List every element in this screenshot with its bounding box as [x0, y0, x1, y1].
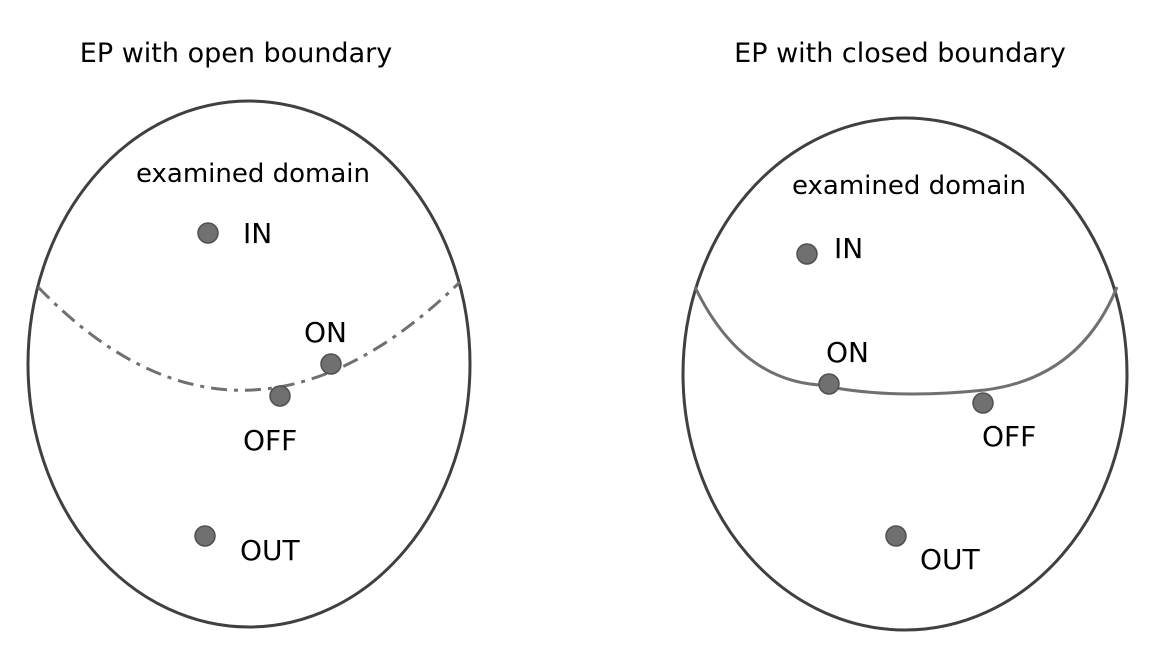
open-on-label: ON [304, 316, 347, 349]
open-off-point [269, 385, 291, 407]
open-in-label: IN [243, 217, 272, 250]
closed-boundary-title: EP with closed boundary [734, 38, 1066, 69]
open-off-label: OFF [243, 424, 297, 457]
closed-examined-domain-label: examined domain [792, 171, 1026, 201]
open-out-point [194, 525, 216, 547]
open-boundary-line [36, 280, 462, 392]
closed-in-label: IN [834, 232, 863, 265]
closed-domain-ellipse [681, 116, 1129, 632]
open-domain-ellipse [26, 99, 472, 629]
closed-on-label: ON [826, 336, 869, 369]
closed-boundary-diagram: EP with closed boundary examined domain … [681, 38, 1129, 632]
closed-off-label: OFF [982, 420, 1036, 453]
open-boundary-diagram: EP with open boundary examined domain IN… [26, 38, 472, 629]
closed-on-point [818, 373, 840, 395]
closed-out-point [885, 525, 907, 547]
open-on-point [320, 353, 342, 375]
closed-off-point [972, 392, 994, 414]
open-out-label: OUT [240, 534, 301, 567]
closed-in-point [796, 243, 818, 265]
closed-out-label: OUT [920, 543, 981, 576]
open-boundary-title: EP with open boundary [80, 38, 392, 69]
closed-boundary-line [693, 286, 1119, 396]
open-examined-domain-label: examined domain [136, 159, 370, 189]
open-in-point [197, 222, 219, 244]
